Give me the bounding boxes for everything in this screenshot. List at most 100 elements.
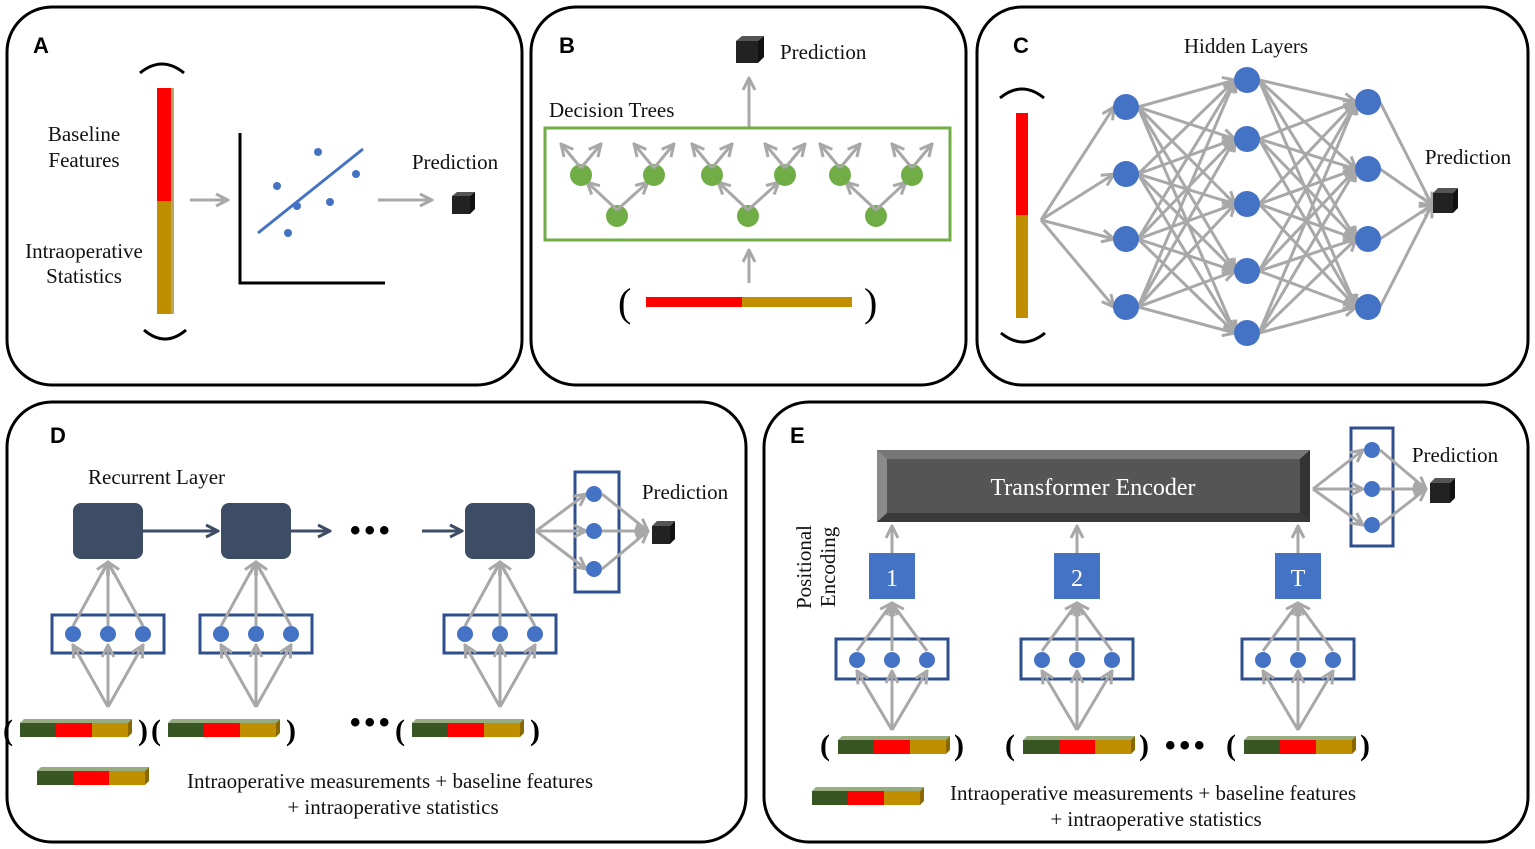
stats-segment: [484, 723, 520, 737]
arrow: [1312, 450, 1363, 491]
prediction-cube-icon: [652, 521, 675, 544]
panel-c: C Hidden Layers Prediction: [975, 5, 1530, 387]
bar-side: [520, 719, 524, 737]
stats-segment: [92, 723, 128, 737]
bracket-bottom: [1000, 331, 1046, 344]
stats-label-2: Statistics: [46, 264, 122, 288]
plot-axes: [238, 133, 385, 285]
arrow: [1258, 269, 1356, 307]
prediction-label: Prediction: [1412, 443, 1499, 467]
panel-b-frame: [529, 5, 968, 387]
baseline-segment: [204, 723, 240, 737]
measurements-segment: [1023, 740, 1059, 754]
node: [135, 626, 151, 642]
measurements-segment: [168, 723, 204, 737]
panel-letter: B: [559, 33, 575, 58]
cube-top: [652, 521, 675, 526]
arrow: [587, 182, 619, 212]
arrow: [254, 645, 291, 708]
arrow: [820, 144, 842, 169]
decision-trees-label: Decision Trees: [549, 98, 674, 122]
arrow: [535, 529, 586, 569]
arrow: [601, 531, 648, 571]
node: [1113, 161, 1139, 187]
node: [737, 205, 759, 227]
node: [1234, 67, 1260, 93]
bar-top: [412, 719, 524, 723]
paren-left: (: [1226, 729, 1236, 762]
arrow: [846, 182, 878, 212]
cube-side: [670, 521, 675, 544]
arrow: [1257, 102, 1356, 334]
bar-top: [1244, 736, 1356, 740]
paren-left: (: [3, 714, 13, 747]
arrow: [1039, 219, 1114, 307]
paren-right: ): [138, 714, 148, 747]
arrow: [838, 144, 860, 169]
panel-letter: A: [33, 33, 49, 58]
arrow: [256, 562, 293, 627]
node: [643, 164, 665, 186]
node: [586, 523, 602, 539]
position-index: 1: [886, 566, 898, 592]
legend-text-2: + intraoperative statistics: [1050, 807, 1261, 831]
arrow: [1263, 671, 1300, 731]
node: [701, 164, 723, 186]
bracket-top: [139, 62, 185, 75]
arrow: [1137, 80, 1235, 109]
arrow: [746, 182, 779, 212]
arrow: [1136, 80, 1235, 240]
arrow: [1136, 80, 1235, 308]
bar-side: [1352, 736, 1356, 754]
panel-a-frame: [5, 5, 524, 387]
arrow: [1136, 139, 1235, 308]
stats-segment: [157, 201, 171, 314]
baseline-segment: [157, 88, 171, 201]
prediction-cube-icon: [1430, 478, 1455, 503]
arrow: [561, 144, 583, 169]
node: [586, 486, 602, 502]
arrow: [1136, 204, 1235, 309]
baseline-label-2: Features: [48, 148, 119, 172]
positional-encoding-box: [1275, 553, 1321, 599]
arrow: [1379, 489, 1426, 527]
paren-left: (: [1005, 729, 1015, 762]
recurrent-cell: [73, 503, 143, 559]
node: [1355, 89, 1381, 115]
prediction-label: Prediction: [412, 150, 499, 174]
arrow: [892, 144, 914, 169]
baseline-segment: [1280, 740, 1316, 754]
stats-segment: [240, 723, 276, 737]
arrow: [1257, 79, 1356, 239]
prediction-cube-icon: [736, 36, 764, 63]
node: [774, 164, 796, 186]
position-index: T: [1291, 566, 1306, 592]
paren-right: ): [864, 280, 877, 325]
ellipsis: •••: [1165, 729, 1209, 762]
stats-segment: [1316, 740, 1352, 754]
node: [248, 626, 264, 642]
arrow: [535, 494, 586, 533]
arrow: [1296, 671, 1333, 731]
legend-text-2: + intraoperative statistics: [287, 795, 498, 819]
arrow: [1136, 139, 1235, 241]
paren-left: (: [618, 280, 631, 325]
arrow: [874, 182, 906, 212]
baseline-segment: [1059, 740, 1095, 754]
node: [1255, 652, 1271, 668]
feature-vector-vertical: [157, 88, 174, 314]
arrow: [1257, 102, 1356, 272]
panel-b: B Prediction Decision Trees ( ): [529, 5, 968, 387]
arrow: [465, 645, 502, 708]
panel-d: D Recurrent Layer ()()() ••• ••• Predict…: [3, 400, 748, 844]
arrow: [1298, 603, 1335, 652]
node: [570, 164, 592, 186]
paren-right: ): [1139, 729, 1149, 762]
node: [1113, 94, 1139, 120]
arrow: [108, 562, 145, 627]
node: [1355, 156, 1381, 182]
arrow: [892, 603, 929, 652]
bracket-bottom: [143, 328, 187, 341]
ellipsis: •••: [350, 514, 394, 547]
